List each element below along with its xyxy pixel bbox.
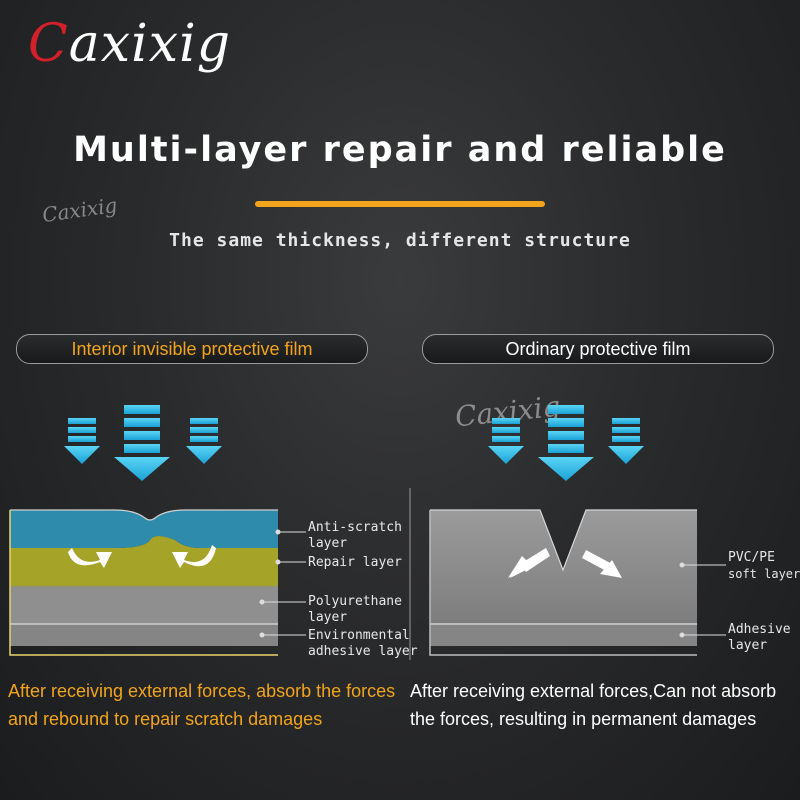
right-panel-heading: Ordinary protective film <box>422 334 774 364</box>
down-arrow-icon <box>488 418 524 464</box>
left-panel-heading: Interior invisible protective film <box>16 334 368 364</box>
right-panel-description: After receiving external forces,Can not … <box>410 681 777 729</box>
adhesive-layer <box>430 624 697 646</box>
down-arrow-icon <box>608 418 644 464</box>
page-title: Multi-layer repair and reliable <box>73 130 727 170</box>
layer-label-polyurethane: Polyurethane layer <box>308 594 402 625</box>
left-panel-description: After receiving external forces, absorb … <box>8 681 396 729</box>
diagonal-arrow-icon <box>508 548 550 578</box>
curved-arrow-icon <box>68 548 112 568</box>
diagonal-arrow-icon <box>582 550 622 578</box>
layer-label-environmental-adhesive: Environmental adhesive layer <box>308 628 418 659</box>
down-arrow-icon <box>64 418 100 464</box>
pvc-pe-layer <box>430 510 697 624</box>
layer-label-repair: Repair layer <box>308 555 402 570</box>
brand-logo: Caxixig <box>28 18 231 70</box>
page-subtitle: The same thickness, different structure <box>169 230 631 251</box>
anti-scratch-layer <box>10 510 278 548</box>
polyurethane-layer <box>10 586 278 624</box>
layer-label-pvc-pe: PVC/PE soft layer <box>728 550 800 581</box>
layer-label-adhesive: Adhesive layer <box>728 622 791 653</box>
right-layer-stack <box>429 509 697 656</box>
down-arrow-icon <box>114 405 170 481</box>
down-arrow-icon <box>538 405 594 481</box>
left-layer-stack <box>9 509 278 656</box>
down-arrow-icon <box>186 418 222 464</box>
logo-rest: axixig <box>68 14 231 74</box>
curved-arrow-icon <box>172 545 216 568</box>
title-underline <box>255 201 545 207</box>
logo-initial: C <box>28 14 69 74</box>
adhesive-layer <box>10 624 278 646</box>
layer-label-anti-scratch: Anti-scratch layer <box>308 520 402 551</box>
